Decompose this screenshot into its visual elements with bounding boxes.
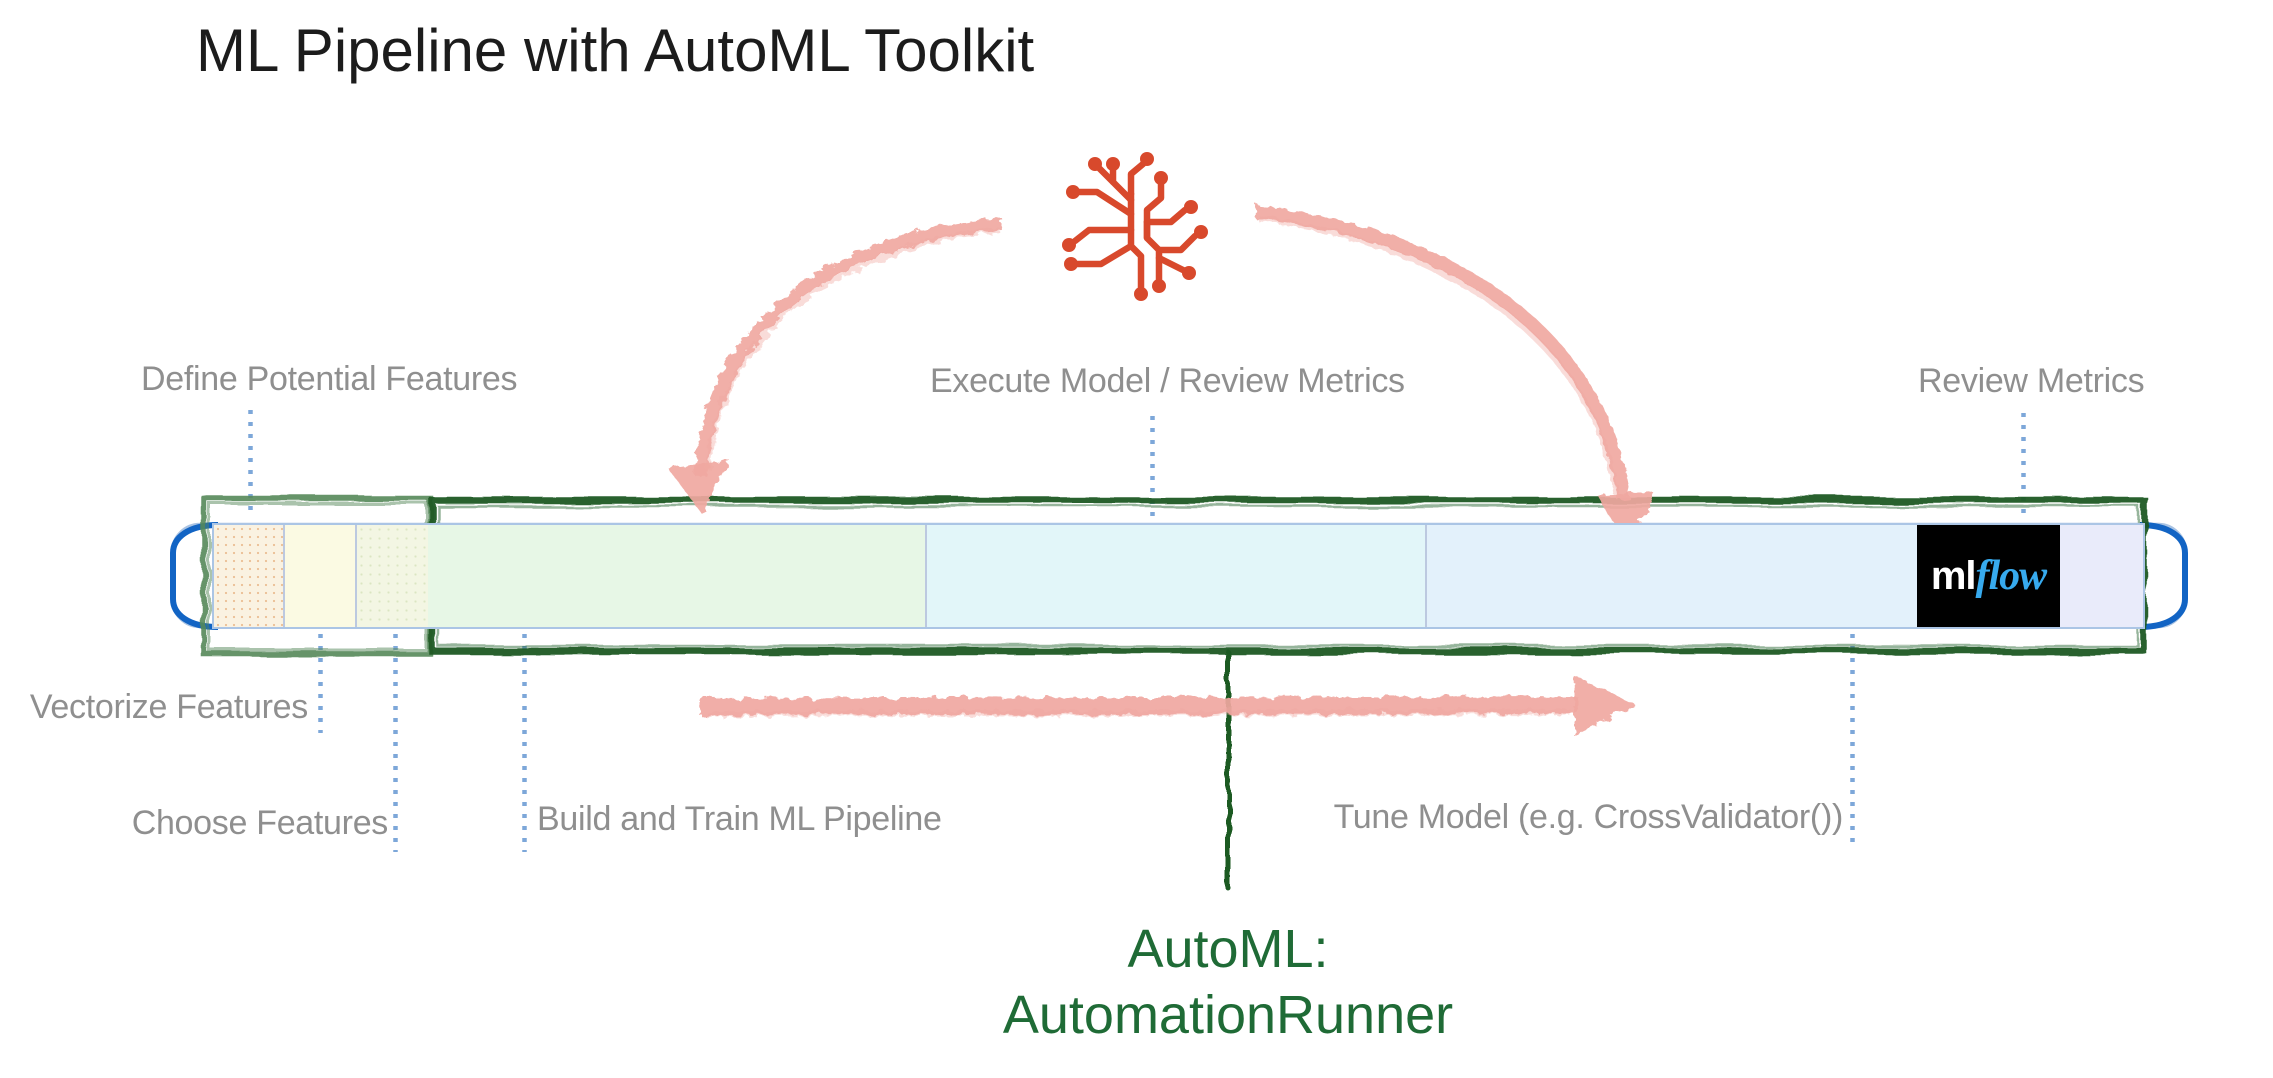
track-left-cap [170, 522, 219, 630]
arrow-cycle-right [1255, 205, 1654, 548]
track-right-cap [2139, 522, 2188, 630]
automl-caption: AutoML: AutomationRunner [928, 916, 1528, 1048]
label-review-metrics: Review Metrics [1918, 362, 2145, 400]
label-vectorize-features: Vectorize Features [29, 688, 308, 726]
label-choose-features: Choose Features [131, 804, 389, 842]
arrow-forward [699, 676, 1636, 736]
feedback-arrows [668, 205, 1654, 736]
segment-build-train-pipeline [428, 525, 927, 627]
arrow-cycle-left [668, 217, 1003, 514]
segment-choose-features [357, 525, 428, 627]
page-title: ML Pipeline with AutoML Toolkit [196, 17, 1035, 84]
segment-execute-model [927, 525, 1427, 627]
label-build-and-train-ml-pipeline: Build and Train ML Pipeline [537, 800, 942, 838]
label-execute-model-review-metrics: Execute Model / Review Metrics [930, 362, 1405, 400]
segment-vectorize-features [285, 525, 357, 627]
automl-caption-line2: AutomationRunner [1002, 985, 1454, 1045]
label-tune-model: Tune Model (e.g. CrossValidator()) [1333, 798, 1844, 836]
segment-define-potential-features [214, 525, 285, 627]
circuit-brain-icon [1062, 152, 1208, 301]
mlflow-flow-text: flow [1975, 553, 2048, 599]
dotted-connectors [248, 410, 2026, 852]
segment-tune-model [1427, 525, 1917, 627]
segment-review-metrics [2060, 525, 2143, 627]
label-define-potential-features: Define Potential Features [141, 360, 518, 398]
mlflow-ml-text: ml [1930, 553, 1977, 598]
automl-caption-line1: AutoML: [1127, 919, 1329, 979]
